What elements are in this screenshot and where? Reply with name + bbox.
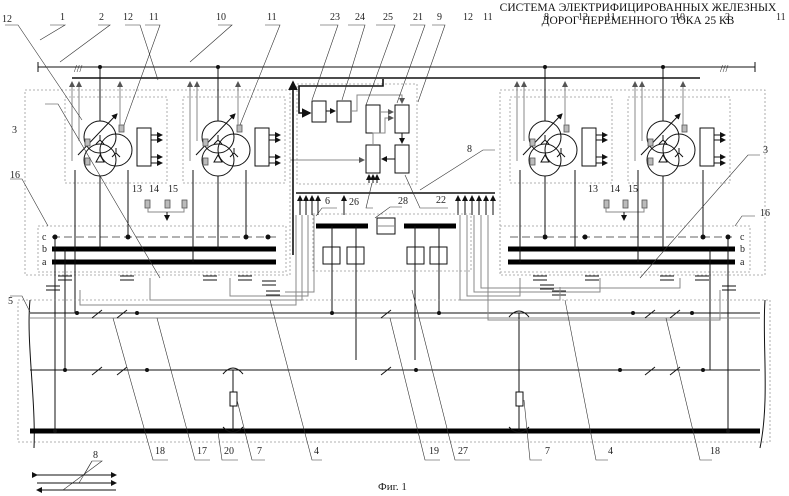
block-22: [394, 144, 410, 174]
switching-units-left: [46, 275, 280, 296]
delta-winding-icon: [95, 153, 105, 163]
substation-right-frame: [499, 89, 766, 276]
callout-3: 3: [12, 125, 17, 136]
junctions: [53, 311, 730, 433]
callout-27: 27: [458, 446, 468, 457]
legend-label: 8: [93, 450, 98, 461]
callout-21: 21: [413, 12, 423, 23]
phase-b-right: b: [740, 244, 745, 255]
callout-15: 15: [168, 184, 178, 195]
leader-lines: [5, 24, 760, 461]
callout-10: 10: [216, 12, 226, 23]
callout-16: 16: [10, 170, 20, 181]
block-21: [394, 104, 410, 134]
control-unit-9: [290, 79, 418, 185]
callout-25: 25: [383, 12, 393, 23]
title-line-2: ДОРОГ ПЕРЕМЕННОГО ТОКА 25 КВ: [541, 15, 735, 27]
legend: 8: [32, 450, 117, 493]
catenary-track-1: [30, 312, 760, 319]
sensor-12b: [84, 157, 91, 166]
phase-c-right: c: [740, 232, 745, 243]
callout-18: 18: [710, 446, 720, 457]
callout-8: 8: [467, 144, 472, 155]
bus-arrows-right: [455, 195, 496, 215]
callout-9: 9: [437, 12, 442, 23]
callout-4: 4: [314, 446, 319, 457]
callout-5: 5: [8, 296, 13, 307]
callout-10: 10: [675, 12, 685, 23]
block-26: [365, 144, 381, 174]
callout-11: 11: [267, 12, 277, 23]
callout-11: 11: [776, 12, 786, 23]
star-winding-icon: [95, 135, 105, 145]
control-wiring: [79, 215, 721, 321]
callout-19: 19: [429, 446, 439, 457]
callout-3: 3: [763, 145, 768, 156]
sensors-left: [144, 199, 188, 221]
title-line-1: СИСТЕМА ЭЛЕКТРИФИЦИРОВАННЫХ ЖЕЛЕЗНЫХ: [499, 2, 777, 14]
transformer-unit-1: [64, 65, 168, 184]
callout-12: 12: [463, 12, 473, 23]
bus-arrows-left: [297, 195, 347, 215]
callout-13: 13: [132, 184, 142, 195]
callout-12: 12: [123, 12, 133, 23]
line-mark-right: ///: [720, 64, 729, 75]
phase-c-left: c: [42, 232, 47, 243]
line-mark-left: ///: [74, 64, 83, 75]
track-connector-right: [508, 310, 530, 433]
switching-units-right: [533, 275, 736, 296]
callout-24: 24: [355, 12, 365, 23]
sensors-right: [603, 199, 648, 221]
phase-a-right: a: [740, 257, 745, 268]
callout-28: 28: [398, 196, 408, 207]
callout-16: 16: [760, 208, 770, 219]
callout-2: 2: [99, 12, 104, 23]
diagram-title: СИСТЕМА ЭЛЕКТРИФИЦИРОВАННЫХ ЖЕЛЕЗНЫХ ДОР…: [488, 2, 788, 28]
callout-17: 17: [197, 446, 207, 457]
callout-7: 7: [257, 446, 262, 457]
phase-a-left: a: [42, 257, 47, 268]
section-post-6: [312, 213, 472, 360]
callout-labels: 12 1 2 12 11 10 11 23 24 25 21 9 12 11 8…: [2, 12, 786, 457]
callout-2: 2: [725, 12, 730, 23]
callout-14: 14: [149, 184, 159, 195]
block-23: [311, 100, 327, 123]
contact-network-frame: [17, 299, 771, 443]
callout-18: 18: [155, 446, 165, 457]
block-24: [336, 100, 352, 123]
substation-left-frame: [24, 89, 291, 276]
phase-labels: c b a c b a: [42, 232, 745, 268]
block-25: [365, 104, 381, 134]
callout-8: 8: [544, 12, 549, 23]
callout-12: 12: [578, 12, 588, 23]
feeders: [54, 170, 729, 430]
callout-11: 11: [606, 12, 616, 23]
callout-7: 7: [545, 446, 550, 457]
rectifier-block: [136, 127, 152, 167]
phase-b-left: b: [42, 244, 47, 255]
supply-line-1: /// ///: [37, 62, 756, 75]
callout-23: 23: [330, 12, 340, 23]
callout-13: 13: [588, 184, 598, 195]
sensor-11: [118, 124, 125, 133]
section-insulators: [91, 309, 681, 376]
callout-11: 11: [483, 12, 493, 23]
callout-6: 6: [325, 196, 330, 207]
busbars-right: [499, 225, 751, 273]
callout-20: 20: [224, 446, 234, 457]
sensor-12: [84, 138, 91, 147]
callout-26: 26: [349, 197, 359, 208]
callout-4: 4: [608, 446, 613, 457]
callout-1: 1: [60, 12, 65, 23]
callout-12: 12: [2, 14, 12, 25]
callout-15: 15: [628, 184, 638, 195]
callout-14: 14: [610, 184, 620, 195]
callout-11: 11: [149, 12, 159, 23]
figure-caption: Фиг. 1: [378, 481, 407, 493]
callout-22: 22: [436, 195, 446, 206]
track-connector-left: [222, 367, 244, 433]
